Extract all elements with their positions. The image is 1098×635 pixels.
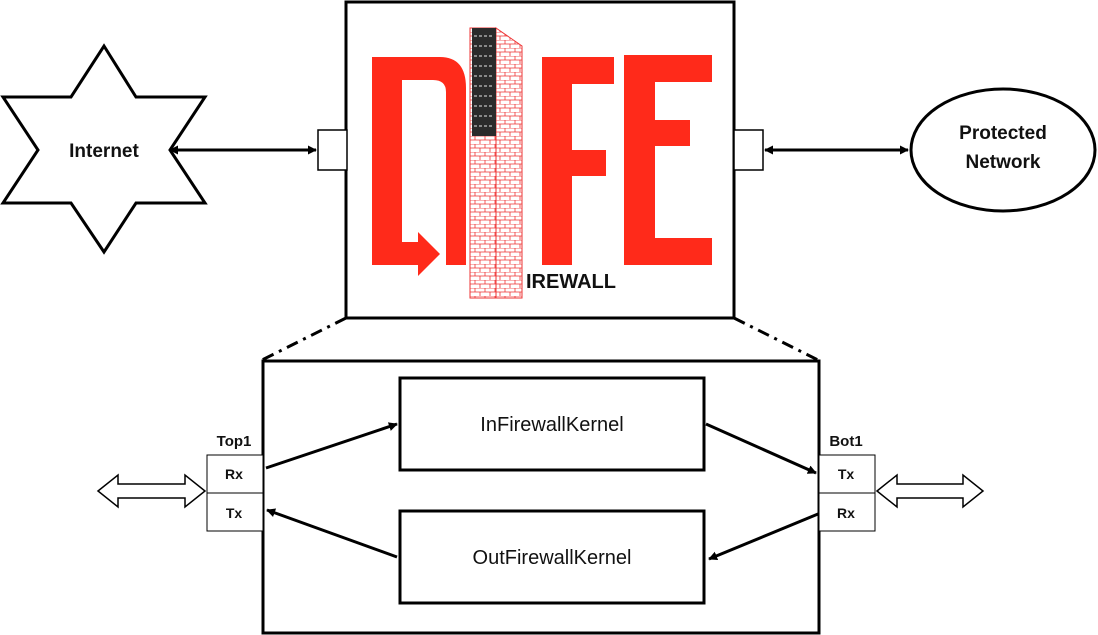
bot1-port: Bot1 Tx Rx [818,433,876,532]
logo-server-rack [472,28,496,136]
top1-label: Top1 [217,433,252,450]
logo-wall-icon [469,27,523,299]
bot1-label: Bot1 [829,433,862,450]
firewall-left-port [317,129,348,171]
internet-label: Internet [69,141,139,162]
protected-network-node: Protected Network [909,87,1097,213]
logo-letter-f [542,57,614,265]
top1-tx-label: Tx [226,505,243,521]
dfe-logo: IREWALL [372,27,712,299]
out-kernel-to-tx-arrow [266,508,398,559]
internet-star-shape [0,43,208,255]
rx-to-out-kernel-arrow [708,512,819,561]
firewall-right-port [733,129,764,171]
logo-caption: IREWALL [526,271,616,293]
bot1-tx-label: Tx [838,466,855,482]
out-kernel-label: OutFirewallKernel [473,547,632,569]
out-firewall-kernel: OutFirewallKernel [398,509,706,605]
top1-rx-label: Rx [225,466,243,482]
logo-letter-d [372,57,466,276]
firewall-device-box [344,0,736,320]
in-firewall-kernel: InFirewallKernel [398,376,706,472]
internet-node: Internet [0,43,208,255]
in-kernel-to-tx-arrow [705,422,817,475]
protected-network-label-line2: Network [966,152,1041,173]
bot1-external-arrow [875,473,985,509]
rx-to-in-kernel-arrow [265,422,398,470]
top1-external-arrow [96,473,207,509]
protected-network-label-line1: Protected [959,123,1047,144]
in-kernel-label: InFirewallKernel [480,414,623,436]
protected-network-ellipse [909,87,1097,213]
bot1-rx-label: Rx [837,505,855,521]
logo-letter-e [624,55,712,265]
zoom-line-right [733,316,819,362]
zoom-line-left [261,316,347,362]
top1-port: Top1 Rx Tx [206,433,264,532]
